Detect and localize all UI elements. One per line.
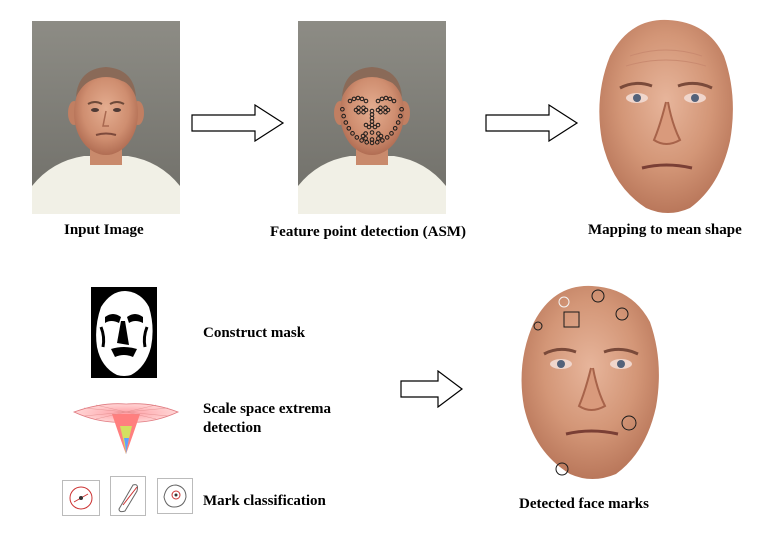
asm-point — [363, 122, 369, 128]
asm-point — [369, 130, 375, 135]
asm-point — [363, 136, 368, 141]
mark-classification-label: Mark classification — [203, 493, 326, 509]
face-mask — [91, 287, 157, 378]
asm-point — [340, 106, 345, 112]
mean-shape-label: Mapping to mean shape — [588, 222, 742, 238]
asm-point — [343, 120, 349, 125]
asm-point — [346, 126, 352, 131]
asm-point — [361, 109, 366, 115]
mean-shape-face — [590, 16, 740, 216]
asm-point — [351, 96, 357, 102]
arrow-right-icon — [191, 104, 285, 142]
asm-point — [387, 96, 393, 102]
mark-annotations — [533, 289, 637, 476]
asm-point — [379, 96, 385, 102]
mark-thumbnail — [157, 478, 193, 514]
asm-point — [347, 98, 353, 104]
asm-point — [376, 136, 381, 141]
asm-point — [354, 135, 360, 140]
asm-point — [369, 137, 375, 142]
asm-point — [350, 131, 355, 136]
asm-point — [392, 126, 398, 131]
construct-mask-label: Construct mask — [203, 325, 306, 341]
asm-point — [363, 98, 369, 104]
asm-point — [375, 122, 381, 128]
asm-point — [398, 113, 403, 119]
asm-point — [355, 95, 361, 101]
asm-point — [366, 124, 372, 130]
input-image — [32, 21, 180, 214]
asm-image — [298, 21, 446, 214]
asm-point — [375, 98, 381, 104]
asm-label: Feature point detection (ASM) — [270, 224, 466, 240]
asm-feature-points — [340, 95, 404, 146]
asm-point — [363, 131, 368, 136]
asm-point — [384, 135, 390, 140]
asm-point — [356, 105, 361, 111]
asm-point — [378, 105, 383, 111]
asm-point — [389, 131, 394, 136]
asm-point — [395, 120, 401, 125]
asm-point — [378, 133, 384, 139]
asm-point — [399, 106, 404, 112]
extrema-label-line1: Scale space extrema — [203, 401, 332, 417]
asm-point — [341, 113, 346, 119]
detected-face — [512, 282, 668, 482]
asm-point — [383, 105, 388, 111]
asm-point — [361, 105, 366, 111]
extrema-label-line2: detection — [203, 420, 262, 436]
arrow-right-icon — [400, 370, 464, 408]
asm-point — [369, 122, 375, 128]
asm-point — [372, 124, 378, 130]
asm-point — [391, 98, 397, 104]
asm-point — [383, 109, 388, 115]
asm-point — [376, 131, 381, 136]
asm-point — [380, 138, 385, 143]
asm-point — [383, 95, 389, 101]
asm-point — [360, 133, 366, 139]
asm-point — [359, 138, 364, 143]
mark-thumbnail — [62, 480, 100, 516]
input-image-label: Input Image — [64, 222, 144, 238]
arrow-right-icon — [485, 104, 579, 142]
detected-marks-label: Detected face marks — [519, 496, 649, 512]
asm-point — [359, 96, 365, 102]
extrema-surface — [72, 392, 180, 456]
mark-thumbnail — [110, 476, 146, 516]
